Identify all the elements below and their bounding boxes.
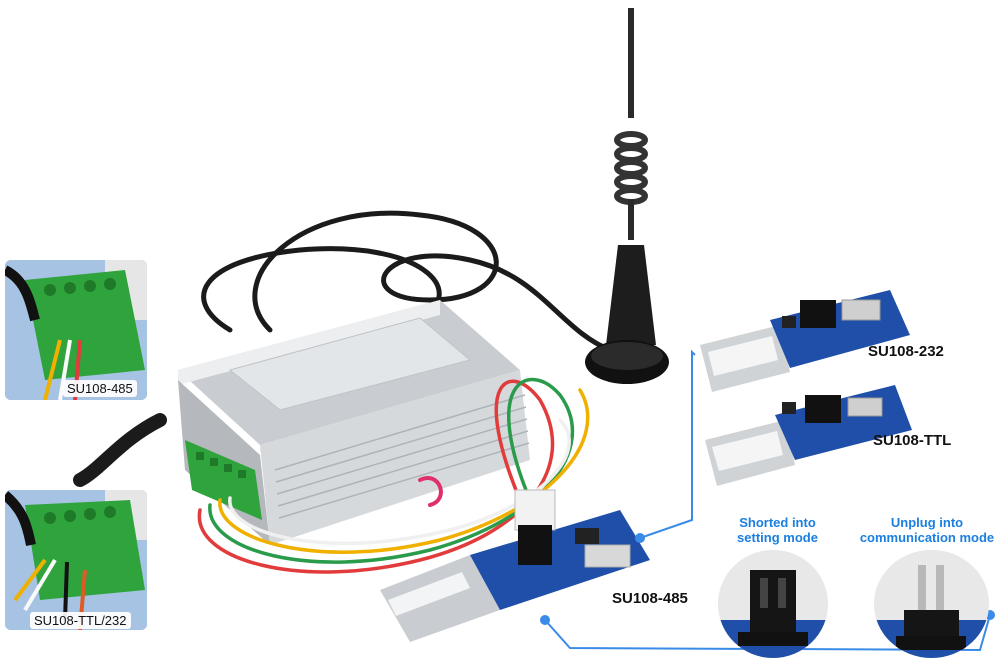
jumper-shorted-closeup [718, 550, 828, 658]
jumper-shorted-line1: Shorted into [739, 515, 816, 530]
label-su108-485: SU108-485 [612, 590, 688, 607]
usb-dongle-232 [700, 290, 910, 392]
jumper-shorted-image [718, 550, 828, 658]
jumper-unplug-line1: Unplug into [890, 515, 964, 530]
jumper-unplugged-image [874, 550, 989, 658]
terminal-closeup-ttl232 [5, 490, 147, 630]
jumper-shorted-line2: setting mode [737, 530, 818, 545]
signal-wires [197, 377, 590, 574]
inset-photo-ttl232: SU108-TTL/232 [5, 490, 147, 630]
terminal-block [185, 440, 262, 520]
jumper-unplug-caption: Unplug into communication mode [857, 515, 997, 545]
terminal-closeup-485 [5, 260, 147, 400]
jumper-unplugged-closeup [874, 550, 989, 658]
usb-dongle-485 [380, 489, 650, 642]
inset-photo-485: SU108-485 [5, 260, 147, 400]
label-su108-ttl: SU108-TTL [873, 432, 952, 449]
antenna [585, 8, 669, 384]
usb-dongle-ttl [705, 385, 912, 486]
label-su108-232: SU108-232 [868, 343, 944, 360]
transceiver-housing [178, 300, 530, 545]
inset-label-485: SU108-485 [63, 380, 137, 397]
jumper-unplug-line2: communication mode [859, 530, 995, 545]
jumper-shorted-caption: Shorted into setting mode [720, 515, 835, 545]
black-cables [73, 210, 613, 487]
inset-label-ttl232: SU108-TTL/232 [30, 612, 131, 629]
